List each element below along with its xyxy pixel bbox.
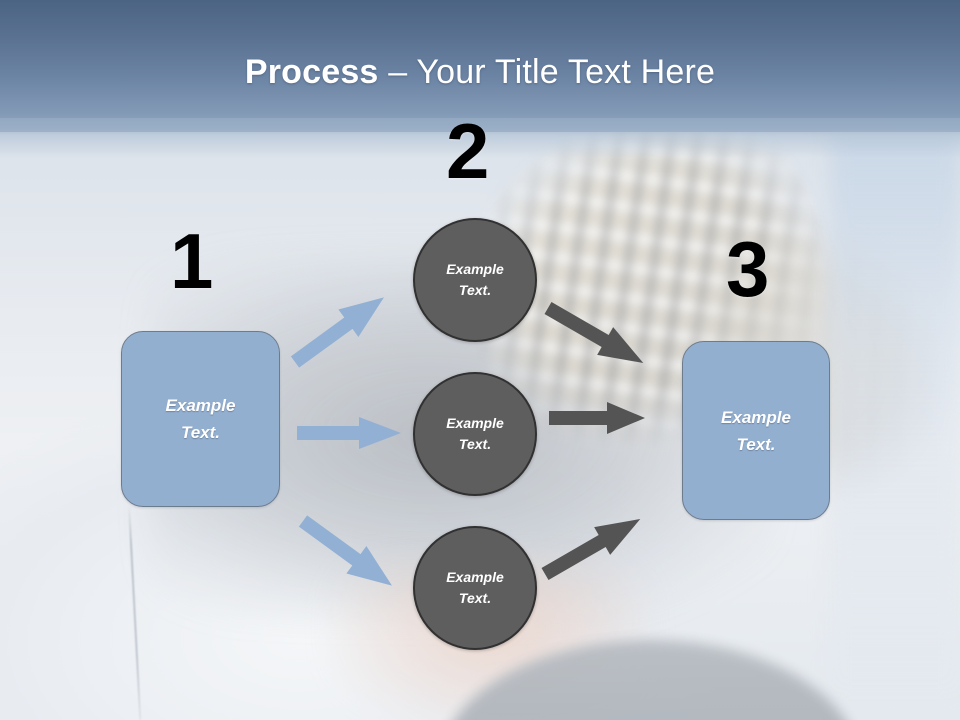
step-number-2: 2: [446, 107, 490, 195]
process-box-right[interactable]: Example Text.: [682, 341, 830, 520]
step-number-3: 3: [726, 225, 770, 313]
process-circle-2-label: Example Text.: [446, 415, 504, 452]
arrow-left-to-circle-2[interactable]: [297, 417, 401, 449]
arrow-circle-1-to-right[interactable]: [540, 294, 651, 377]
step-number-1: 1: [170, 217, 214, 305]
page-title: Process – Your Title Text Here: [0, 52, 960, 92]
title-banner-fade: [0, 118, 960, 158]
page-title-bold: Process: [244, 53, 379, 91]
arrow-circle-2-to-right[interactable]: [549, 402, 645, 434]
process-circle-3[interactable]: Example Text.: [413, 526, 537, 650]
process-box-left-label: Example Text.: [165, 396, 236, 442]
page-title-rest: – Your Title Text Here: [378, 53, 716, 91]
title-banner: [0, 0, 960, 132]
arrow-left-to-circle-1[interactable]: [285, 284, 394, 376]
background-sky-sliver: [830, 130, 960, 690]
arrow-circle-3-to-right[interactable]: [537, 505, 648, 588]
process-circle-3-label: Example Text.: [446, 569, 504, 606]
process-box-left[interactable]: Example Text.: [121, 331, 280, 507]
process-circle-2[interactable]: Example Text.: [413, 372, 537, 496]
process-box-right-label: Example Text.: [721, 407, 791, 454]
process-circle-1[interactable]: Example Text.: [413, 218, 537, 342]
arrow-left-to-circle-3[interactable]: [293, 507, 402, 599]
process-circle-1-label: Example Text.: [446, 261, 504, 298]
